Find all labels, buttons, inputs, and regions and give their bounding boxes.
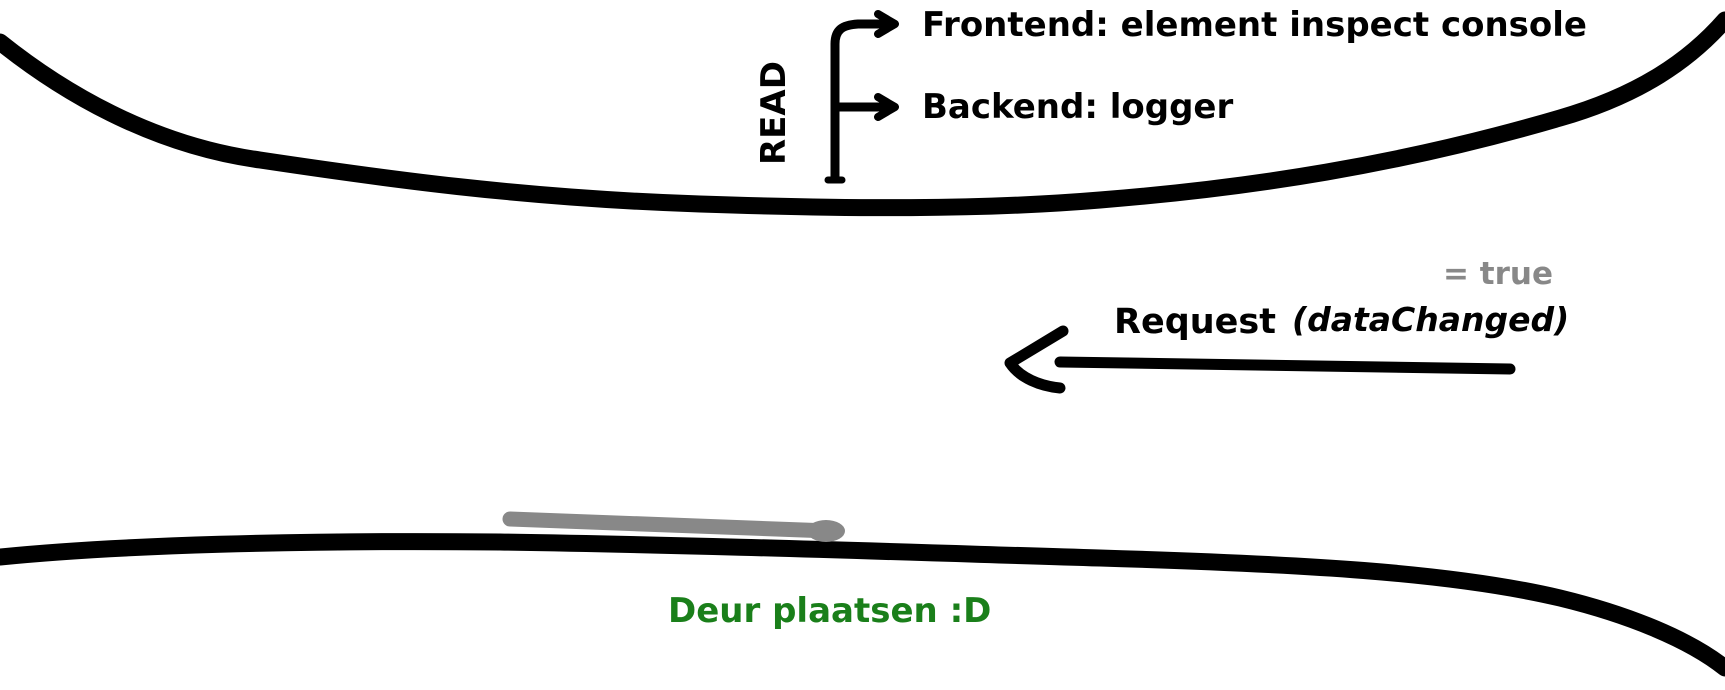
upper-wall-line [0, 11, 1725, 217]
request-arrow-head [1004, 325, 1069, 394]
request-arrow-shaft [1054, 356, 1516, 375]
door-label: Deur plaatsen :D [668, 591, 992, 631]
equals-true-label: = true [1443, 256, 1553, 292]
read-label: READ [754, 61, 794, 165]
door-marker-end [807, 520, 845, 542]
frontend-label: Frontend: element inspect console [922, 5, 1587, 45]
read-stem [830, 19, 895, 182]
data-changed-label: (dataChanged) [1292, 300, 1570, 339]
request-label: Request [1114, 302, 1276, 342]
door-marker-line [502, 511, 838, 539]
backend-label: Backend: logger [922, 87, 1234, 127]
backend-arrow-head [874, 93, 899, 121]
frontend-arrow-head [874, 10, 899, 38]
lower-wall-line [0, 533, 1725, 677]
